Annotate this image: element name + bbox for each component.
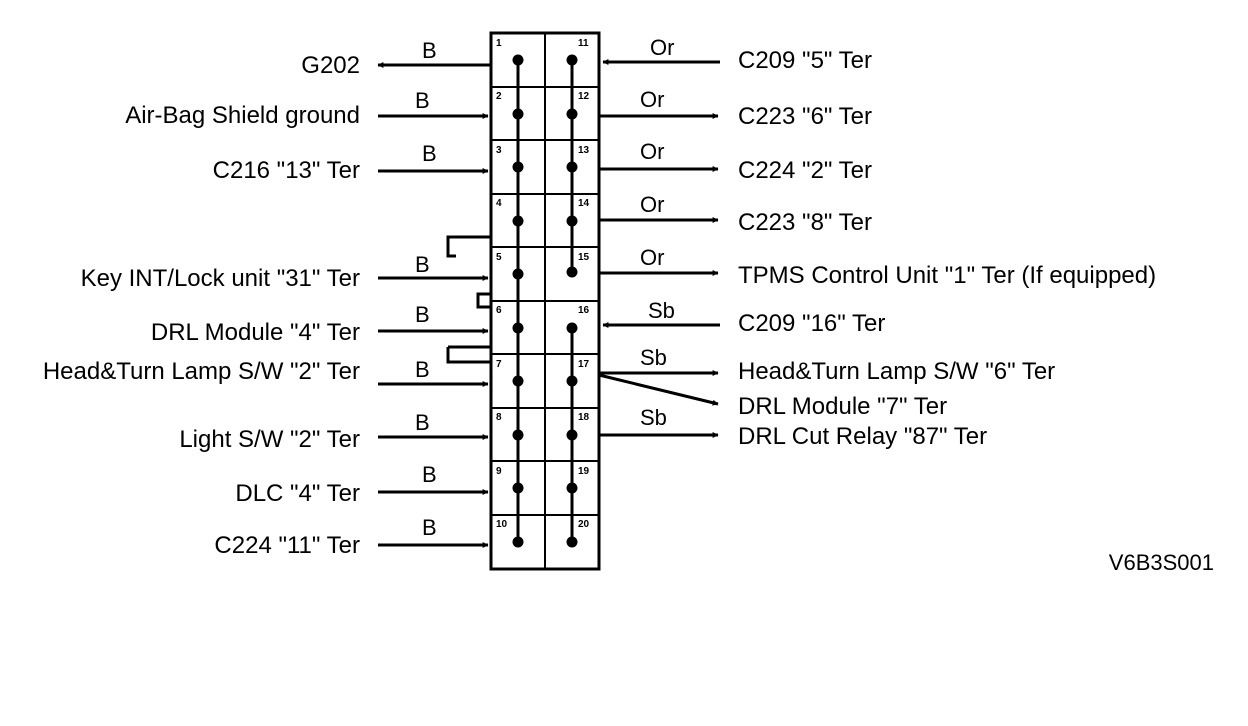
pin-number: 16 xyxy=(578,305,590,316)
pin-number: 15 xyxy=(578,252,590,263)
connection-label: C223 "6" Ter xyxy=(738,103,872,130)
terminal-dot xyxy=(566,482,578,494)
terminal-dot xyxy=(566,429,578,441)
connection-label: Air-Bag Shield ground xyxy=(125,102,360,129)
wire-color: B xyxy=(415,410,430,435)
connection-label: Key INT/Lock unit "31" Ter xyxy=(81,265,360,292)
connection-label: DRL Cut Relay "87" Ter xyxy=(738,423,987,450)
connection-label: TPMS Control Unit "1" Ter (If equipped) xyxy=(738,262,1156,289)
terminal-dot xyxy=(512,375,524,387)
connection-label: C223 "8" Ter xyxy=(738,209,872,236)
terminal-dot xyxy=(566,322,578,334)
pin-number: 4 xyxy=(496,198,502,209)
joint-connector: 1 2 3 4 5 6 7 8 9 10 11 12 13 14 15 16 1… xyxy=(446,31,601,571)
pin-number: 13 xyxy=(578,145,590,156)
terminal-dot xyxy=(512,429,524,441)
pin-number: 12 xyxy=(578,91,590,102)
pin-number: 17 xyxy=(578,359,590,370)
terminal-dot xyxy=(512,108,524,120)
connection-label: C209 "16" Ter xyxy=(738,310,885,337)
wire-color: Or xyxy=(650,35,674,60)
connection-label: DRL Module "4" Ter xyxy=(151,319,360,346)
connection-label: DLC "4" Ter xyxy=(235,480,360,507)
pin-number: 5 xyxy=(496,252,502,263)
terminal-dot xyxy=(512,215,524,227)
pin-number: 2 xyxy=(496,91,502,102)
pin-number: 14 xyxy=(578,198,590,209)
wire-color: Or xyxy=(640,192,664,217)
pin-number: 6 xyxy=(496,305,502,316)
wire-color: B xyxy=(422,38,437,63)
wire-color: Or xyxy=(640,139,664,164)
connection-label: DRL Module "7" Ter xyxy=(738,393,947,420)
terminal-dot xyxy=(512,268,524,280)
terminal-dot xyxy=(512,536,524,548)
wire-color: Sb xyxy=(640,405,667,430)
pin-number: 20 xyxy=(578,519,590,530)
wire-color: B xyxy=(415,252,430,277)
terminal-dot xyxy=(512,54,524,66)
connection-label: C209 "5" Ter xyxy=(738,47,872,74)
connection-label: Head&Turn Lamp S/W "2" Ter xyxy=(43,358,360,385)
jumper-mark xyxy=(446,235,491,258)
terminal-dot xyxy=(566,108,578,120)
wire-color: Or xyxy=(640,245,664,270)
connection-label: C216 "13" Ter xyxy=(213,157,360,184)
terminal-dot xyxy=(566,161,578,173)
terminal-dot xyxy=(566,536,578,548)
pin-number: 7 xyxy=(496,359,502,370)
wire-color: Or xyxy=(640,87,664,112)
wire-color: B xyxy=(422,515,437,540)
pin-number: 11 xyxy=(578,38,589,49)
pin-number: 10 xyxy=(496,519,508,530)
wire-color: B xyxy=(422,462,437,487)
terminal-dot xyxy=(512,322,524,334)
terminal-dot xyxy=(512,161,524,173)
connection-label: Head&Turn Lamp S/W "6" Ter xyxy=(738,358,1055,385)
wire-color: B xyxy=(415,302,430,327)
connection-label: C224 "11" Ter xyxy=(214,532,360,559)
pin-number: 1 xyxy=(496,38,502,49)
jumper-mark xyxy=(476,292,491,309)
pin-number: 3 xyxy=(496,145,502,156)
wire-color: Sb xyxy=(648,298,675,323)
pin-number: 8 xyxy=(496,412,502,423)
wire-arrow xyxy=(598,373,719,406)
terminal-dot xyxy=(566,215,578,227)
terminal-dot xyxy=(566,54,578,66)
wire-color: Sb xyxy=(640,345,667,370)
right-connections: Or C209 "5" Ter Or C223 "6" Ter Or C224 … xyxy=(598,35,1156,450)
connection-label: Light S/W "2" Ter xyxy=(179,426,360,453)
pin-number: 9 xyxy=(496,466,502,477)
wire-color: B xyxy=(415,88,430,113)
terminal-dot xyxy=(512,482,524,494)
terminal-dot xyxy=(566,375,578,387)
pin-number: 18 xyxy=(578,412,590,423)
connection-label: G202 xyxy=(301,52,360,79)
terminal-dot xyxy=(566,266,578,278)
diagram-code: V6B3S001 xyxy=(1109,550,1214,575)
wire-color: B xyxy=(422,141,437,166)
wire-color: B xyxy=(415,357,430,382)
left-connections: B G202 B Air-Bag Shield ground B C216 "1… xyxy=(43,38,491,559)
connection-label: C224 "2" Ter xyxy=(738,157,872,184)
pin-number: 19 xyxy=(578,466,590,477)
jumper-mark xyxy=(446,347,491,364)
